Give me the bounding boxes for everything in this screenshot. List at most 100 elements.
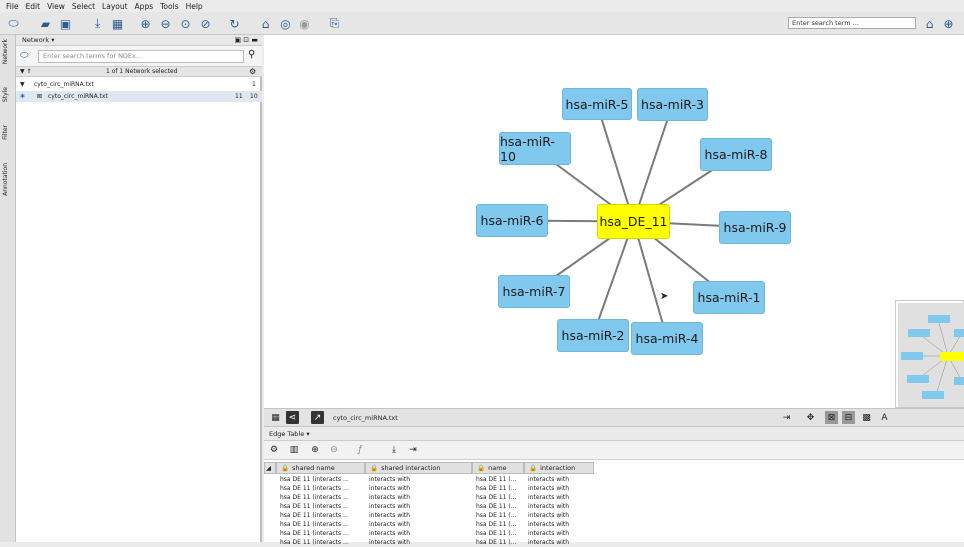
ndex-icon[interactable]: ⬭ <box>20 50 29 61</box>
collapse-icon[interactable]: ▼ ⇑ <box>20 68 32 75</box>
globe-icon[interactable]: ⊕ <box>943 16 954 31</box>
node-hsa-mir-7[interactable]: hsa-miR-7 <box>498 275 570 308</box>
search-icon[interactable]: ⚲ <box>248 49 256 60</box>
move-icon[interactable]: ✥ <box>806 412 815 423</box>
menu-apps[interactable]: Apps <box>134 1 154 11</box>
menu-tools[interactable]: Tools <box>160 1 179 11</box>
table-cell[interactable]: interacts with <box>369 494 411 501</box>
row-handle[interactable] <box>264 511 276 520</box>
zoom-out-icon[interactable]: ⊖ <box>160 16 171 31</box>
table-cell[interactable]: interacts with <box>369 521 411 528</box>
table-cell[interactable]: interacts with <box>369 503 411 510</box>
import-table-icon[interactable]: ▦ <box>111 16 124 31</box>
row-handle[interactable] <box>264 484 276 493</box>
ndex-search-input[interactable]: Enter search terms for NDEx... <box>38 50 244 63</box>
table-cell[interactable]: interacts with <box>369 485 411 492</box>
grid-view-icon[interactable]: ▦ <box>271 412 280 423</box>
table-row[interactable]: hsa DE 11 (interacts ... interacts with hs… <box>264 538 594 547</box>
column-header-interaction[interactable]: 🔒interaction <box>524 462 594 474</box>
zoom-in-icon[interactable]: ⊕ <box>140 16 151 31</box>
node-hsa-mir-8[interactable]: hsa-miR-8 <box>700 138 772 171</box>
network-collection-row[interactable]: ▼ cyto_circ_miRNA.txt 1 <box>20 81 256 88</box>
refresh-icon[interactable]: ↻ <box>229 16 240 31</box>
menu-view[interactable]: View <box>47 1 65 11</box>
gear-icon[interactable]: ⚙ <box>249 67 257 76</box>
table-cell[interactable]: interacts with <box>369 476 411 483</box>
tab-annotation[interactable]: Annotation <box>2 163 9 196</box>
menu-select[interactable]: Select <box>71 1 96 11</box>
table-cell[interactable]: hsa DE 11 (interacts ... <box>280 503 349 510</box>
column-header-shared-name[interactable]: 🔒shared name <box>276 462 365 474</box>
table-row[interactable]: hsa DE 11 (interacts ... interacts with hs… <box>264 484 594 493</box>
table-cell[interactable]: hsa DE 11 (... <box>476 485 517 492</box>
table-cell[interactable]: hsa DE 11 (... <box>476 503 517 510</box>
table-cell[interactable]: hsa DE 11 (interacts ... <box>280 539 349 546</box>
menu-help[interactable]: Help <box>185 1 203 11</box>
tab-style[interactable]: Style <box>2 87 9 103</box>
table-cell[interactable]: hsa DE 11 (interacts ... <box>280 494 349 501</box>
network-icon[interactable]: ⬭ <box>8 16 19 30</box>
table-row[interactable]: hsa DE 11 (interacts ... interacts with hs… <box>264 502 594 511</box>
row-handle[interactable] <box>264 520 276 529</box>
edge-n3[interactable] <box>632 104 674 222</box>
network-row[interactable]: ✱ ⊠ cyto_circ_miRNA.txt 11 10 <box>16 91 262 102</box>
table-row[interactable]: hsa DE 11 (interacts ... interacts with hs… <box>264 475 594 484</box>
column-header-shared-interaction[interactable]: 🔒shared interaction <box>365 462 472 474</box>
edge-n4[interactable] <box>632 221 668 339</box>
row-handle[interactable] <box>264 493 276 502</box>
window-controls-icon[interactable]: ▣ ⊡ ▬ <box>234 36 258 44</box>
delete-column-icon[interactable]: ⊖ <box>330 445 338 455</box>
zoom-selected-icon[interactable]: ⊘ <box>200 16 211 31</box>
gear-icon[interactable]: ⚙ <box>269 445 279 455</box>
table-cell[interactable]: interacts with <box>528 503 570 510</box>
select-nodes-icon[interactable]: ⊠ <box>825 411 838 424</box>
node-hsa-mir-3[interactable]: hsa-miR-3 <box>637 88 708 121</box>
table-cell[interactable]: hsa DE 11 (... <box>476 539 517 546</box>
import-table-icon[interactable]: ⤓ <box>392 445 396 455</box>
table-cell[interactable]: hsa DE 11 (interacts ... <box>280 476 349 483</box>
table-cell[interactable]: interacts with <box>528 512 570 519</box>
export-icon[interactable]: ⎘ <box>329 16 340 30</box>
tab-filter[interactable]: Filter <box>2 125 9 140</box>
export-table-icon[interactable]: ⇥ <box>409 445 417 455</box>
hide-icon[interactable]: ◎ <box>280 16 291 31</box>
node-hsa-de-11[interactable]: hsa_DE_11 <box>597 204 670 239</box>
table-cell[interactable]: hsa DE 11 (... <box>476 476 517 483</box>
open-icon[interactable]: ▰ <box>40 16 51 31</box>
table-cell[interactable]: interacts with <box>528 521 570 528</box>
table-title-bar[interactable]: Edge Table ▾ <box>264 428 964 441</box>
zoom-fit-icon[interactable]: ⊙ <box>180 16 191 31</box>
node-hsa-mir-10[interactable]: hsa-miR-10 <box>499 132 571 165</box>
home-icon[interactable]: ⌂ <box>261 16 270 31</box>
birds-eye-view[interactable] <box>895 300 964 408</box>
menu-layout[interactable]: Layout <box>102 1 128 11</box>
row-handle[interactable] <box>264 538 276 547</box>
table-cell[interactable]: hsa DE 11 (... <box>476 530 517 537</box>
share-icon[interactable]: ⋖ <box>286 411 299 424</box>
function-icon[interactable]: ƒ <box>358 445 362 455</box>
table-cell[interactable]: interacts with <box>528 485 570 492</box>
table-cell[interactable]: interacts with <box>528 476 570 483</box>
table-cell[interactable]: hsa DE 11 (interacts ... <box>280 512 349 519</box>
column-header-name[interactable]: 🔒name <box>472 462 524 474</box>
columns-icon[interactable]: ▥ <box>289 445 299 455</box>
dropdown-icon[interactable]: ▾ <box>306 430 310 438</box>
node-hsa-mir-9[interactable]: hsa-miR-9 <box>719 211 791 244</box>
external-view-icon[interactable]: ↗ <box>311 411 324 424</box>
table-cell[interactable]: interacts with <box>369 539 411 546</box>
view-tab-label[interactable]: cyto_circ_miRNA.txt <box>333 414 398 422</box>
search-input[interactable]: Enter search term ... <box>788 17 916 29</box>
node-hsa-mir-4[interactable]: hsa-miR-4 <box>631 322 703 355</box>
import-network-icon[interactable]: ⤓ <box>94 16 101 30</box>
table-cell[interactable]: hsa DE 11 (interacts ... <box>280 485 349 492</box>
network-canvas[interactable]: hsa-miR-5 hsa-miR-3 hsa-miR-10 hsa-miR-8… <box>264 35 964 408</box>
row-handle[interactable] <box>264 502 276 511</box>
select-edges-icon[interactable]: ⊟ <box>842 411 855 424</box>
edge-n5[interactable] <box>596 103 635 222</box>
edge-n2[interactable] <box>592 221 635 336</box>
sort-corner-icon[interactable]: ◢ <box>264 462 276 474</box>
